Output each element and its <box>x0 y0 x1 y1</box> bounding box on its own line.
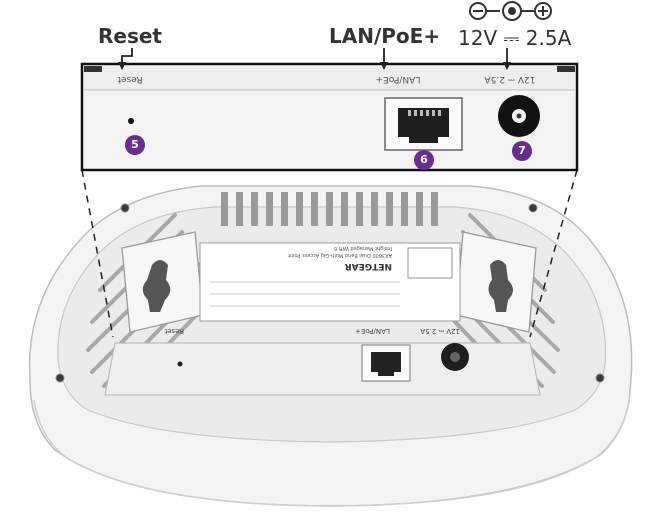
device-port-panel: Reset LAN/PoE+ 12V ⎓ 2.5A <box>104 327 541 396</box>
zoom-inset: Reset LAN/PoE+ 12V ⎓ 2.5A <box>80 62 579 172</box>
callout-power: 7 <box>512 141 532 161</box>
device-panel-reset: Reset <box>164 327 184 335</box>
reset-arrow <box>121 48 133 66</box>
label-brand: NETGEAR <box>345 261 392 271</box>
device-panel-power: 12V ⎓ 2.5A <box>420 327 460 335</box>
zoom-guides <box>81 169 578 338</box>
device-reset-hole <box>177 361 183 367</box>
callout-lan: 6 <box>414 150 434 170</box>
screw <box>120 203 130 213</box>
screw <box>528 203 538 213</box>
arrow-heads <box>118 62 511 70</box>
callout-reset: 5 <box>125 135 145 155</box>
inset-panel-lan: LAN/PoE+ <box>376 74 421 84</box>
inset-panel-power: 12V ⎓ 2.5A <box>484 74 536 84</box>
screw <box>55 373 65 383</box>
polarity-symbol <box>469 1 552 21</box>
screw <box>595 373 605 383</box>
label-model-desc: AX3600 Dual Band Multi-Gig Access Point <box>288 252 392 258</box>
device-panel-lan: LAN/PoE+ <box>355 327 390 335</box>
mount-bracket-right <box>455 231 537 333</box>
lan-poe-label: LAN/PoE+ <box>329 24 441 48</box>
screws <box>55 203 605 383</box>
inset-reset-hole <box>128 118 134 124</box>
top-vents <box>221 192 438 226</box>
inset-panel-reset: Reset <box>117 74 143 84</box>
label-managed: Insight Managed WiFi 6 <box>334 245 392 251</box>
product-label: NETGEAR AX3600 Dual Band Multi-Gig Acces… <box>199 242 461 322</box>
mount-bracket-left <box>121 231 204 333</box>
reset-label: Reset <box>98 24 162 48</box>
power-rating-label: 12V ⎓ 2.5A <box>458 26 572 50</box>
